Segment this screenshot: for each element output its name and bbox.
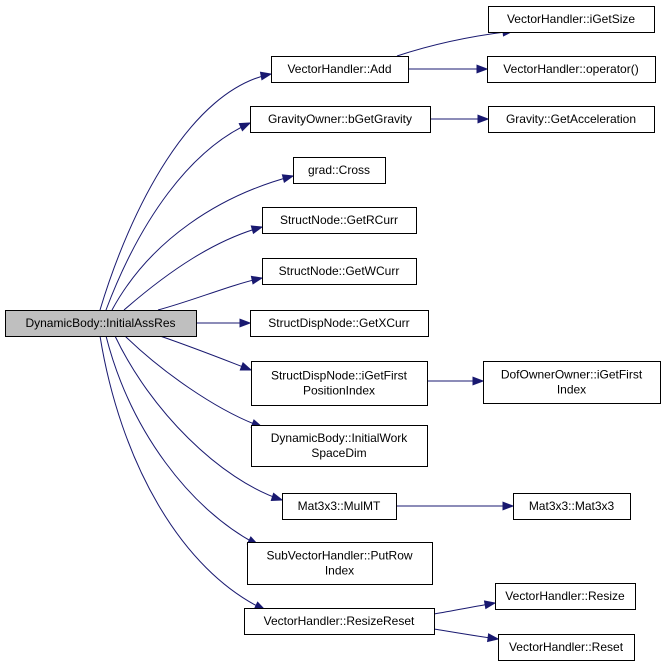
- edge-dynamic-body-initial-ass-res-to-grad-cross: [111, 175, 294, 311]
- node-label: StructDispNode::iGetFirst: [271, 369, 408, 383]
- arrowhead-struct-disp-node-iget-first-position-index: [239, 362, 253, 371]
- node-box[interactable]: [250, 310, 429, 337]
- node-box[interactable]: [5, 310, 197, 337]
- node-box[interactable]: [251, 425, 428, 467]
- node-label: Index: [557, 383, 586, 397]
- edge-dynamic-body-initial-ass-res-to-sub-vector-handler-put-row-index: [105, 335, 259, 546]
- node-label: DynamicBody::InitialWork: [271, 431, 408, 445]
- arrowhead-struct-disp-node-get-xcurr: [239, 318, 252, 328]
- node-vector-handler-iget-size[interactable]: VectorHandler::iGetSize: [488, 6, 655, 33]
- node-mat3x3-mat3x3[interactable]: Mat3x3::Mat3x3: [513, 493, 631, 520]
- node-vector-handler-add[interactable]: VectorHandler::Add: [271, 56, 409, 83]
- node-label: VectorHandler::operator(): [503, 62, 638, 76]
- node-label: VectorHandler::Reset: [509, 640, 624, 654]
- node-box[interactable]: [498, 634, 635, 661]
- node-box[interactable]: [250, 106, 431, 133]
- node-box[interactable]: [483, 361, 661, 404]
- edge-dynamic-body-initial-ass-res-to-vector-handler-resize-reset: [99, 335, 266, 611]
- arrowhead-mat3x3-mat3x3: [502, 501, 515, 511]
- node-struct-node-get-wcurr[interactable]: StructNode::GetWCurr: [262, 258, 417, 285]
- node-box[interactable]: [262, 207, 417, 234]
- node-grad-cross[interactable]: grad::Cross: [293, 157, 386, 184]
- arrowhead-struct-node-get-wcurr: [250, 275, 264, 285]
- edge-dynamic-body-initial-ass-res-to-vector-handler-add: [99, 73, 272, 311]
- node-box[interactable]: [271, 56, 409, 83]
- node-label: DofOwnerOwner::iGetFirst: [501, 368, 643, 382]
- node-label: SubVectorHandler::PutRow: [266, 549, 412, 563]
- node-label: VectorHandler::Resize: [505, 589, 625, 603]
- node-label: StructNode::GetRCurr: [280, 213, 398, 227]
- node-vector-handler-operator-call[interactable]: VectorHandler::operator(): [487, 56, 656, 83]
- node-label: PositionIndex: [303, 384, 375, 398]
- node-label: StructDispNode::GetXCurr: [268, 316, 409, 330]
- arrowhead-gravity-get-acceleration: [477, 114, 490, 124]
- node-label: GravityOwner::bGetGravity: [268, 112, 412, 126]
- node-mat3x3-mul-mt[interactable]: Mat3x3::MulMT: [282, 493, 397, 520]
- node-label: Gravity::GetAcceleration: [506, 112, 636, 126]
- node-box[interactable]: [488, 6, 655, 33]
- node-label: StructNode::GetWCurr: [279, 264, 400, 278]
- node-box[interactable]: [282, 493, 397, 520]
- node-label: DynamicBody::InitialAssRes: [25, 316, 175, 330]
- edge-dynamic-body-initial-ass-res-to-struct-disp-node-iget-first-position-index: [159, 335, 252, 371]
- node-label: VectorHandler::iGetSize: [507, 12, 635, 26]
- node-box[interactable]: [293, 157, 386, 184]
- node-vector-handler-resize[interactable]: VectorHandler::Resize: [495, 583, 636, 610]
- node-struct-node-get-rcurr[interactable]: StructNode::GetRCurr: [262, 207, 417, 234]
- node-box[interactable]: [487, 56, 656, 83]
- node-struct-disp-node-get-xcurr[interactable]: StructDispNode::GetXCurr: [250, 310, 429, 337]
- arrowhead-vector-handler-resize: [483, 600, 497, 610]
- arrowhead-struct-node-get-rcurr: [250, 225, 264, 235]
- node-label: VectorHandler::ResizeReset: [264, 614, 415, 628]
- arrowhead-vector-handler-add: [259, 71, 273, 81]
- node-label: SpaceDim: [311, 446, 366, 460]
- node-label: grad::Cross: [308, 163, 370, 177]
- node-box[interactable]: [262, 258, 417, 285]
- edge-vector-handler-add-to-vector-handler-iget-size: [396, 30, 514, 57]
- node-label: Mat3x3::MulMT: [298, 499, 381, 513]
- edge-dynamic-body-initial-ass-res-to-gravity-owner-bget-gravity: [105, 122, 251, 311]
- node-vector-handler-resize-reset[interactable]: VectorHandler::ResizeReset: [244, 608, 435, 635]
- node-label: VectorHandler::Add: [287, 62, 391, 76]
- node-box[interactable]: [488, 106, 655, 133]
- edge-dynamic-body-initial-ass-res-to-dynamic-body-initial-work-space-dim: [124, 335, 263, 428]
- node-box[interactable]: [244, 608, 435, 635]
- edge-dynamic-body-initial-ass-res-to-struct-node-get-rcurr: [123, 226, 263, 311]
- arrowhead-grad-cross: [281, 174, 295, 184]
- node-vector-handler-reset[interactable]: VectorHandler::Reset: [498, 634, 635, 661]
- node-box[interactable]: [247, 542, 433, 585]
- node-gravity-get-acceleration[interactable]: Gravity::GetAcceleration: [488, 106, 655, 133]
- node-box[interactable]: [251, 361, 428, 406]
- node-dynamic-body-initial-ass-res[interactable]: DynamicBody::InitialAssRes: [5, 310, 197, 337]
- node-label: Index: [325, 564, 354, 578]
- arrowhead-vector-handler-reset: [487, 633, 500, 643]
- node-label: Mat3x3::Mat3x3: [529, 499, 615, 513]
- arrowhead-gravity-owner-bget-gravity: [238, 122, 252, 132]
- arrowhead-dof-owner-owner-iget-first-index: [472, 376, 485, 386]
- node-box[interactable]: [513, 493, 631, 520]
- nodes-layer: DynamicBody::InitialAssResVectorHandler:…: [5, 6, 661, 661]
- arrowhead-mat3x3-mul-mt: [270, 492, 284, 502]
- edge-dynamic-body-initial-ass-res-to-struct-node-get-wcurr: [157, 277, 263, 311]
- arrowhead-vector-handler-operator-call: [476, 64, 489, 74]
- node-gravity-owner-bget-gravity[interactable]: GravityOwner::bGetGravity: [250, 106, 431, 133]
- edge-dynamic-body-initial-ass-res-to-mat3x3-mul-mt: [114, 335, 283, 501]
- node-box[interactable]: [495, 583, 636, 610]
